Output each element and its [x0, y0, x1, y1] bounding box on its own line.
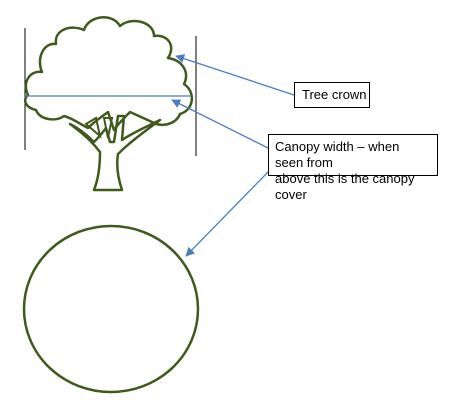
canopy-width-callout: Canopy width – when seen from above this… [268, 134, 438, 202]
branch-gap-middle [102, 117, 114, 139]
tree-trunk-icon [68, 114, 162, 192]
crown-arrow [175, 54, 295, 96]
tree-crown-label: Tree crown [302, 87, 367, 102]
canopy-width-arrow [171, 99, 269, 149]
tree-crown-callout: Tree crown [294, 82, 370, 108]
canopy-cover-circle [22, 224, 200, 394]
tree-crown-icon [24, 16, 193, 132]
canopy-width-label-line1: Canopy width – when seen from [275, 139, 400, 170]
canopy-cover-arrow [185, 169, 271, 257]
branch-gap-left [84, 116, 102, 139]
canopy-width-label-line2: above this is the canopy cover [275, 171, 415, 202]
